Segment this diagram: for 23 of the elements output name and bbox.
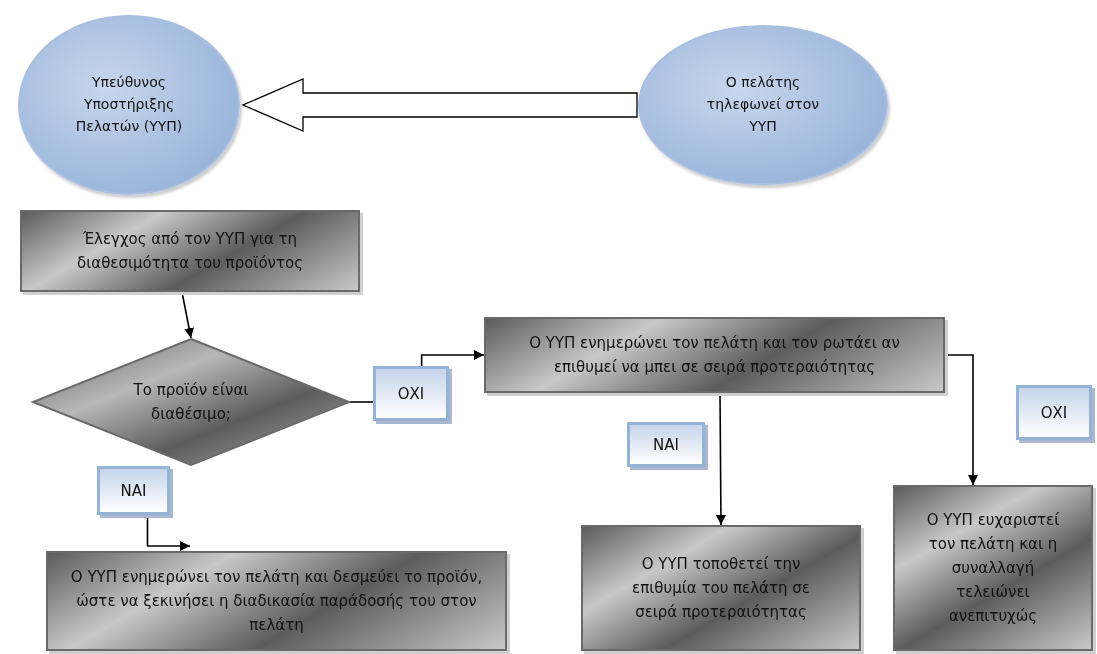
arrow	[420, 350, 485, 367]
node-text: Ο ΥΥΠ ενημερώνει τον πελάτη και τον ρωτάει αν επιθυμεί να μπει σε σειρά προτεραιότητας	[528, 333, 901, 378]
node-text: Ο ΥΥΠ ενημερώνει τον πελάτη και δεσμεύει το προϊόν, ώστε να ξεκινήσει η διαδικασία παράδοσής του στον πελάτη	[69, 567, 484, 636]
node-text: Ο ΥΥΠ ευχαριστεί τον πελάτη και η συναλλαγή τελειώνει ανεπιτυχώς	[925, 510, 1061, 627]
process-box	[581, 525, 861, 651]
answer-tag	[627, 422, 705, 467]
node-text: ΟΧΙ	[397, 384, 425, 403]
node-text: Έλεγχος από τον ΥΥΠ για τη διαθεσιμότητα του προϊόντος	[76, 229, 304, 274]
node-text: Υπεύθυνος Υποστήριξης Πελατών (ΥΥΠ)	[75, 73, 183, 136]
node-text: ΟΧΙ	[1040, 403, 1068, 422]
node-text: ΝΑΙ	[120, 481, 147, 500]
answer-tag	[373, 366, 449, 421]
node-text: Το προϊόν είναι διαθέσιμο;	[132, 380, 250, 425]
node-text: Ο πελάτης τηλεφωνεί στον ΥΥΠ	[705, 73, 821, 136]
process-box	[893, 485, 1093, 651]
answer-tag	[97, 466, 170, 515]
answer-tag	[1016, 385, 1092, 440]
block-arrow	[241, 78, 638, 132]
node-text: ΝΑΙ	[653, 435, 679, 454]
process-box	[484, 317, 945, 393]
node-text: Ο ΥΥΠ τοποθετεί την επιθυμία του πελάτη σε σειρά προτεραιότητας	[631, 554, 811, 623]
process-box	[46, 551, 507, 651]
process-box	[20, 210, 360, 292]
